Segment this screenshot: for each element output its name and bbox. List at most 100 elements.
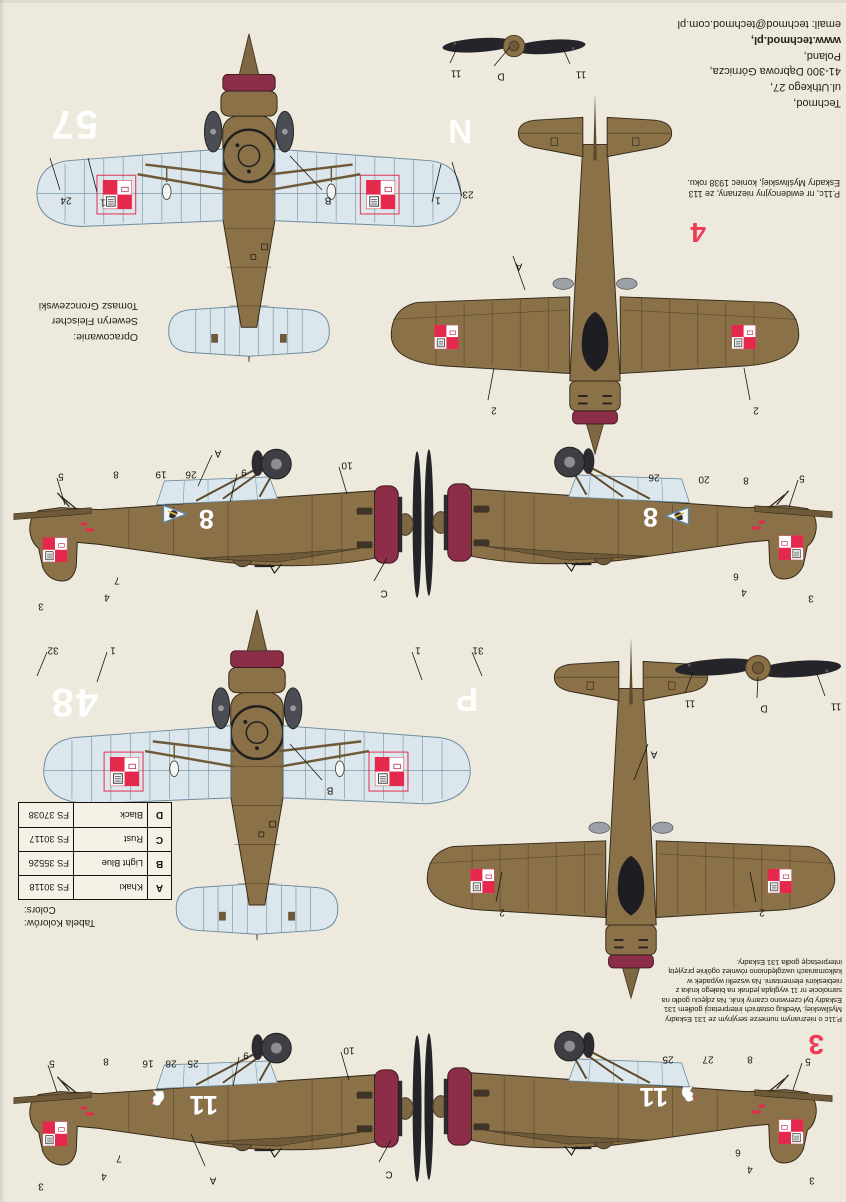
wing-number: 48 [49, 680, 99, 724]
callout-label: 5 [49, 1057, 55, 1069]
color-table-captions: Tabela Kolorów: Colors: [24, 903, 174, 929]
callout-label: 2 [499, 906, 505, 918]
callout-label: 8 [113, 468, 119, 480]
callout-label: A [209, 1174, 217, 1186]
callout-label: 26 [648, 471, 660, 483]
callout-label: 24 [60, 194, 72, 206]
fuselage-number: 8 [642, 502, 658, 532]
callout-label: 11 [684, 697, 696, 709]
callout-label: 2 [759, 906, 765, 918]
callout-label: 1 [100, 196, 106, 208]
callout-label: 6 [735, 1146, 741, 1158]
callout-label: 9 [243, 1049, 249, 1061]
color-fs: FS 30118 [19, 875, 73, 899]
callout-label: 26 [185, 468, 197, 480]
section-4-text: P.11c, nr ewidencyjny nieznany, ze 113 E… [687, 177, 840, 199]
callout-label: D [497, 70, 505, 82]
callout-label: 4 [741, 586, 747, 598]
color-name: Rust [73, 827, 147, 851]
callout-label: 28 [165, 1057, 177, 1069]
color-code: C [147, 827, 171, 851]
address-line: ul.Uthkego 27, [770, 81, 841, 94]
callout-label: B [326, 784, 334, 796]
callout-label: 11 [830, 700, 842, 712]
bottom-view-57-figure [18, 30, 480, 364]
color-name: Black [73, 803, 147, 827]
color-code: B [147, 851, 171, 875]
fuselage-number: 8 [198, 504, 214, 534]
color-fs: FS 35526 [19, 851, 73, 875]
squadron-triangle-emblem-icon [664, 506, 690, 526]
callout-label: 32 [47, 644, 59, 656]
callout-label: 1 [415, 644, 421, 656]
callout-label: A [214, 447, 222, 459]
callout-label: 8 [747, 1053, 753, 1065]
color-table-title-en: Colors: [24, 904, 56, 916]
callout-label: B [324, 194, 332, 206]
callout-label: 5 [805, 1055, 811, 1067]
callout-label: 20 [698, 473, 710, 485]
color-code: A [147, 875, 171, 899]
callout-label: C [380, 587, 388, 599]
color-name: Khaki [73, 875, 147, 899]
callout-label: 5 [58, 470, 64, 482]
callout-label: A [515, 260, 523, 272]
section-4-marker: 4 [690, 217, 706, 248]
propeller-figure [440, 30, 588, 62]
callout-label: 4 [747, 1163, 753, 1175]
callout-label: 3 [38, 1180, 44, 1192]
text-line: P.11c o nieznanym numerze seryjnym ze 13… [665, 1015, 842, 1024]
callout-label: 19 [155, 468, 167, 480]
fuselage-number: 11 [639, 1082, 668, 1112]
website-line: www.techmod.pl, [750, 33, 841, 46]
address-line: Poland, [803, 49, 841, 62]
scan-edge-shadow [0, 0, 5, 1202]
squadron-triangle-emblem-icon [162, 504, 188, 524]
callout-label: C [385, 1168, 393, 1180]
callout-label: 3 [809, 1174, 815, 1186]
text-line: Myśliwskiej. Według ostatnich interpreta… [663, 1005, 842, 1015]
callout-label: 10 [341, 459, 353, 471]
color-name: Light Blue [73, 851, 147, 875]
callout-label: 16 [142, 1057, 154, 1069]
callout-label: 1 [435, 194, 441, 206]
scan-edge-shadow [0, 0, 846, 3]
callout-label: 11 [450, 67, 462, 79]
callout-label: 31 [472, 644, 484, 656]
aircraft-8-starboard-profile-figure [420, 442, 846, 606]
color-fs: FS 37038 [28, 810, 69, 820]
callout-label: D [760, 702, 768, 714]
callout-label: 8 [103, 1055, 109, 1067]
section-3-marker: 3 [808, 1029, 824, 1060]
callout-label: 9 [241, 466, 247, 478]
callout-label: 7 [114, 574, 120, 586]
aircraft-11-starboard-profile-figure [420, 1026, 846, 1190]
callout-label: 3 [38, 600, 44, 612]
callout-label: 3 [808, 592, 814, 604]
callout-label: 11 [575, 68, 587, 80]
raven-emblem-icon [148, 1088, 168, 1108]
fuselage-number: 11 [189, 1090, 218, 1120]
text-line: P.11c, nr ewidencyjny nieznany, ze 113 [688, 189, 840, 199]
callout-label: 27 [702, 1053, 714, 1065]
publisher-address: Techmod, ul.Uthkego 27, 41-300 Dąbrowa G… [678, 15, 841, 110]
callout-label: 4 [104, 591, 110, 603]
wing-number: 57 [49, 102, 99, 146]
color-code: D [147, 803, 171, 827]
callout-label: 25 [662, 1053, 674, 1065]
wing-letter: N [448, 113, 472, 150]
callout-label: 6 [733, 570, 739, 582]
color-table-title-pl: Tabela Kolorów: [24, 917, 96, 928]
callout-label: 10 [343, 1044, 355, 1056]
callout-label: 5 [799, 472, 805, 484]
text-line: Eskadry Myśliwskiej, koniec 1938 roku. [687, 178, 840, 188]
callout-label: 25 [187, 1057, 199, 1069]
color-table: A Khaki FS 30118 B Light Blue FS 35526 C… [18, 802, 172, 900]
callout-label: 4 [101, 1170, 107, 1182]
address-line: 41-300 Dąbrowa Górnicza, [709, 65, 841, 78]
callout-label: 23 [462, 188, 474, 200]
callout-label: 2 [491, 404, 497, 416]
callout-label: 1 [110, 644, 116, 656]
callout-label: 2 [753, 404, 759, 416]
